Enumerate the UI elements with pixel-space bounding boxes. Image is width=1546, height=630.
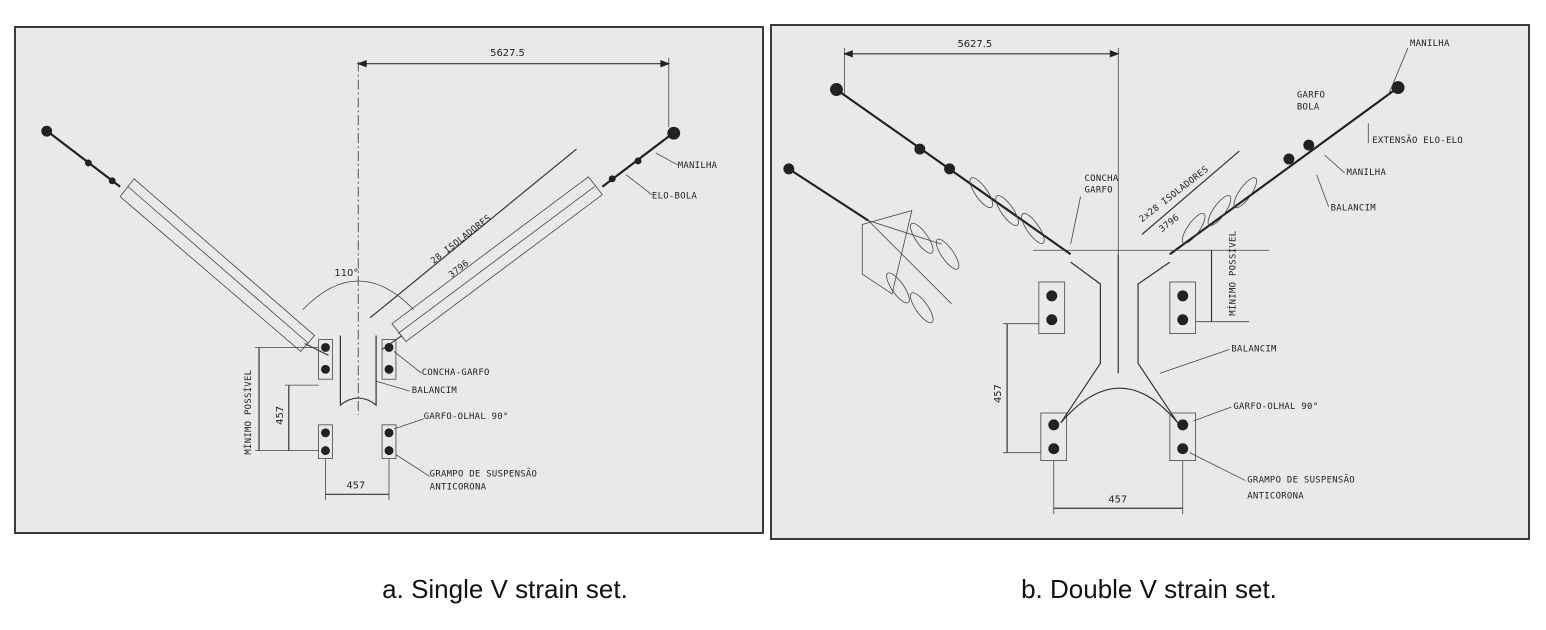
concha-label: CONCHA [1085, 174, 1119, 184]
arrow-head [356, 60, 367, 68]
bottom-dimension-label: 457 [1108, 494, 1127, 505]
balancim-top-label: BALANCIM [1331, 204, 1376, 214]
anticorona-label: ANTICORONA [1247, 491, 1304, 501]
balancim-label: BALANCIM [412, 386, 457, 396]
caption-double-v: b. Double V strain set. [1021, 574, 1277, 604]
grampo-label: GRAMPO DE SUSPENSÃO [1247, 474, 1355, 485]
top-dimension-label: 5627.5 [958, 39, 993, 50]
bola-label: BOLA [1297, 102, 1320, 112]
garfo-label: GARFO [1297, 90, 1325, 100]
grampo-label: GRAMPO DE SUSPENSÃO [430, 468, 538, 479]
double-v-drawing: 5627.5 [783, 39, 1463, 515]
balancim-label: BALANCIM [1231, 344, 1276, 354]
left-insulator-string [41, 125, 329, 356]
manilha-top-label: MANILHA [1410, 39, 1450, 49]
vertical-457-label: 457 [275, 406, 286, 425]
extensao-label: EXTENSÃO ELO-ELO [1372, 135, 1463, 146]
double-v-drawing-panel: 5627.5 [770, 24, 1530, 540]
garfo-olhal-label: GARFO-OLHAL 90° [424, 412, 509, 422]
min-possible-label: MÍNIMO POSSÍVEL [1226, 231, 1238, 316]
clamp-bottom-right [381, 424, 397, 459]
left-insulator-strings [783, 83, 1072, 324]
clamp-bottom-left [318, 424, 333, 459]
yoke-plate [1060, 254, 1179, 424]
caption-single-v: a. Single V strain set. [382, 574, 628, 604]
top-dimension-label: 5627.5 [490, 48, 525, 59]
clamp-bottom-left [1040, 412, 1068, 462]
right-insulator-string [369, 126, 681, 350]
single-v-drawing: 5627.5 28 ISOLADORES 3796 110° [41, 48, 718, 501]
concha-garfo-label: CONCHA-GARFO [422, 368, 490, 378]
elo-bola-label: ELO-BOLA [652, 192, 698, 202]
manilha-label: MANILHA [1346, 168, 1386, 178]
insulator-length-label: 3796 [447, 259, 471, 281]
bottom-dimension-label: 457 [346, 480, 365, 491]
min-possible-label: MÍNIMO POSSÍVEL [242, 370, 254, 455]
vertical-457-label: 457 [993, 384, 1004, 403]
insulator-count-label: 28 ISOLADORES [429, 213, 493, 266]
anticorona-label: ANTICORONA [430, 482, 487, 492]
angle-label: 110° [334, 268, 358, 279]
arrow-head [660, 60, 671, 68]
yoke-plate [339, 335, 377, 407]
insulator-length-label: 3796 [1158, 213, 1182, 235]
clamp-top-right [381, 339, 397, 380]
single-v-drawing-panel: 5627.5 28 ISOLADORES 3796 110° [14, 26, 764, 534]
right-insulator-strings [1141, 81, 1405, 256]
clamp-top-right [1169, 281, 1197, 334]
clamp-top-left [318, 339, 333, 380]
clamp-top-left [1038, 281, 1066, 334]
manilha-label: MANILHA [678, 161, 718, 171]
garfo-olhal-label: GARFO-OLHAL 90° [1233, 402, 1318, 412]
garfo-concha-label: GARFO [1085, 186, 1113, 196]
angle-arc [302, 280, 415, 311]
